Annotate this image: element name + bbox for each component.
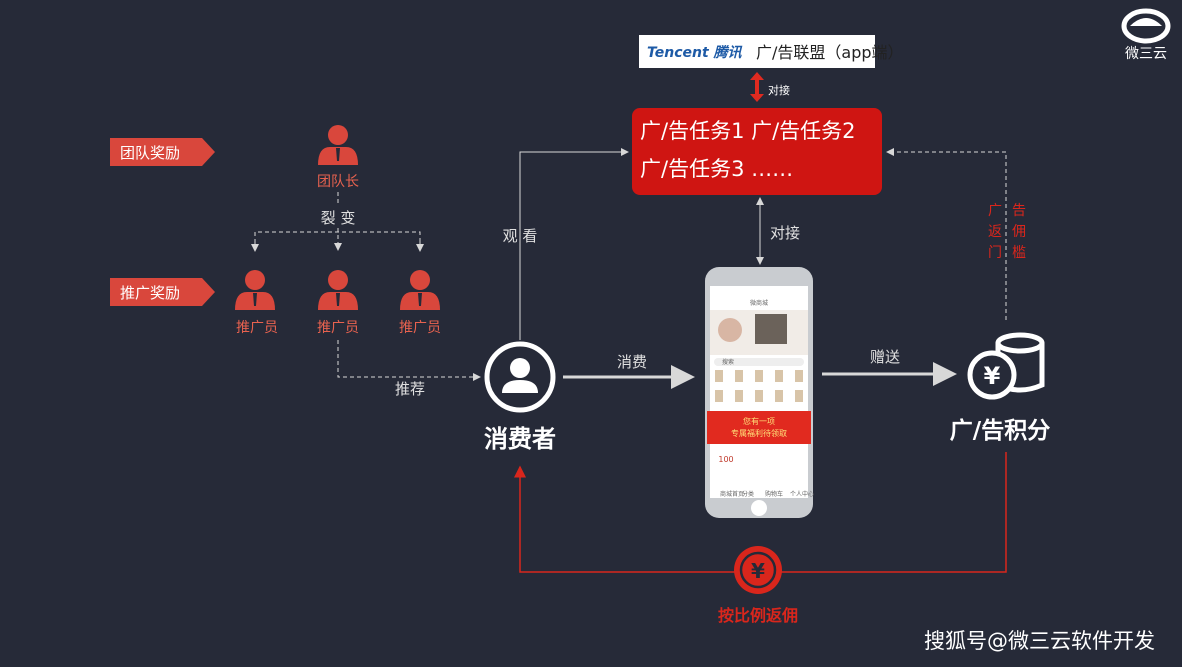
consumer-label: 消费者 [484,425,556,453]
svg-text:返: 返 [988,224,1002,240]
consume-label: 消费 [617,353,647,371]
tasks-line2: 广/告任务3 …… [640,157,793,181]
points-label: 广/告积分 [950,417,1050,444]
promoter-label: 推广员 [399,320,441,336]
gift-label: 赠送 [870,348,900,366]
svg-text:广: 广 [988,203,1002,219]
fission-label: 裂 变 [321,209,356,227]
watch-arrow [519,148,629,340]
phone-banner-line1: 您有一项 [743,416,775,426]
leader-label: 团队长 [317,174,359,190]
partner-box [639,35,875,68]
phone-search: 搜索 [722,358,734,366]
tencent-brand: Tencent 腾讯 [647,44,743,61]
team-reward-label: 团队奖励 [120,144,180,162]
phone-coupon-value: 100 [718,455,733,464]
promoter-label: 推广员 [236,320,278,336]
phone-mockup: 微商城 搜索 您有一项 专属福利待领取 100 商城首页 分类 购物车 个人中心 [705,267,814,518]
partner-connect-label: 对接 [768,83,790,97]
promo-reward-label: 推广奖励 [120,284,180,302]
promoter-person-icon [318,270,358,310]
leader-person-icon [318,125,358,165]
promo-reward-tag: 推广奖励 [110,278,215,306]
weisanyun-logo: 微三云 [1121,8,1171,62]
promoter-label: 推广员 [317,320,359,336]
phone-banner-line2: 专属福利待领取 [731,428,787,438]
threshold-arrow [886,148,1007,320]
threshold-label: 广 告 返 佣 门 槛 [988,203,1026,261]
partner-label: 广/告联盟（app端） [756,43,904,62]
watch-label: 观 看 [503,227,538,245]
phone-tab: 商城首页 [720,490,744,498]
svg-text:佣: 佣 [1012,224,1026,240]
recommend-label: 推荐 [395,380,425,398]
fission-lines [251,192,481,381]
svg-text:槛: 槛 [1012,245,1026,261]
phone-tab: 分类 [742,490,754,498]
rebate-label: 按比例返佣 [718,606,798,625]
double-arrow-icon [750,72,764,102]
svg-text:告: 告 [1012,203,1026,219]
coins-icon: ¥ [967,332,1045,400]
ad-tasks-box [632,108,882,195]
promoter-person-icon [400,270,440,310]
svg-text:门: 门 [988,245,1002,261]
connect-label: 对接 [770,224,800,242]
svg-text:¥: ¥ [751,559,765,583]
watermark: 搜狐号@微三云软件开发 [924,629,1155,653]
phone-tab: 个人中心 [790,490,814,498]
team-reward-tag: 团队奖励 [110,138,215,166]
yen-icon: ¥ [734,546,782,594]
phone-title: 微商城 [750,299,768,307]
tasks-line1: 广/告任务1 广/告任务2 [640,119,856,143]
svg-text:¥: ¥ [984,362,1001,390]
phone-tab: 购物车 [765,490,783,498]
promoter-person-icon [235,270,275,310]
consumer-icon [484,341,556,413]
logo-text: 微三云 [1125,46,1167,62]
